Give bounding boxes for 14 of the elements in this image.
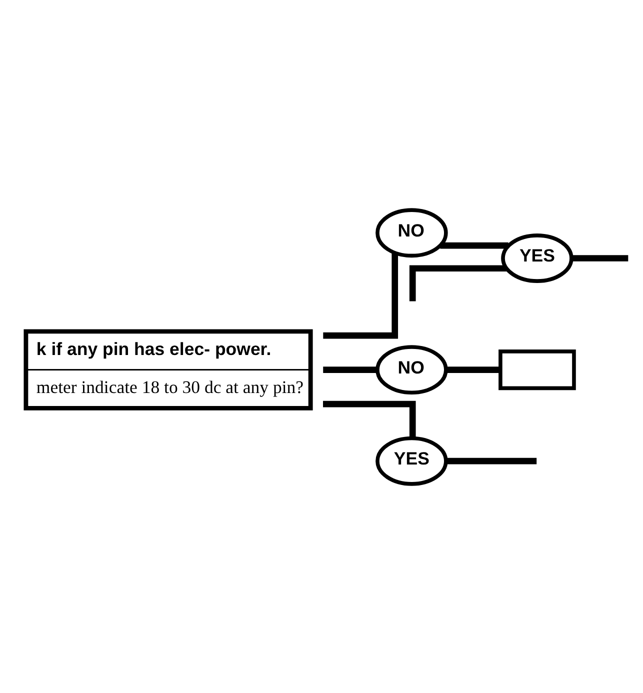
- node-ellipse: YES: [376, 436, 448, 486]
- connector: [409, 264, 506, 301]
- connector: [446, 366, 500, 372]
- node-ellipse: NO: [376, 344, 448, 394]
- connector: [440, 242, 508, 248]
- node-box: k if any pin has elec- power. meter indicate 18 to 30 dc at any pin?: [24, 328, 313, 410]
- node-box: [498, 349, 576, 390]
- connector: [572, 254, 628, 261]
- connector: [446, 457, 537, 464]
- connector: [323, 252, 398, 338]
- node-ellipse: NO: [376, 208, 448, 258]
- node-ellipse: YES: [501, 233, 574, 282]
- connector: [323, 400, 416, 438]
- connector: [323, 366, 378, 372]
